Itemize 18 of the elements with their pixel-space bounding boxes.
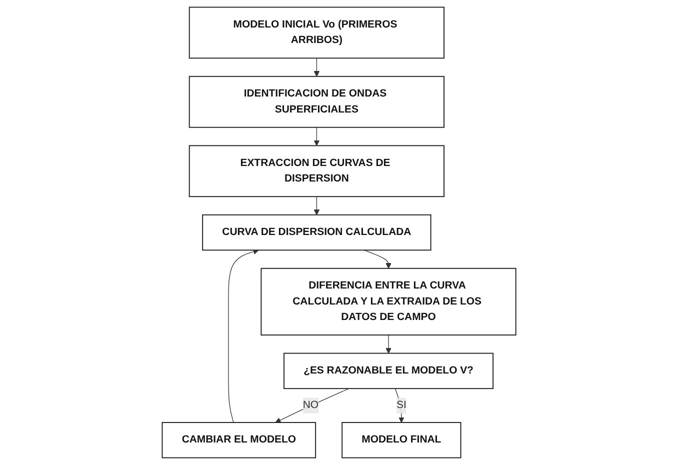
- node-box: ¿ES RAZONABLE EL MODELO V?: [284, 352, 494, 390]
- arrow: [276, 388, 350, 423]
- arrow: [228, 248, 260, 423]
- arrow: [314, 196, 320, 216]
- node-box: IDENTIFICACION DE ONDAS SUPERFICIALES: [189, 76, 445, 128]
- node-box: MODELO FINAL: [342, 422, 462, 458]
- arrow: [314, 127, 320, 146]
- node-box: CAMBIAR EL MODELO: [162, 422, 316, 458]
- node-box: DIFERENCIA ENTRE LA CURVA CALCULADA Y LA EXTRAIDA DE LOS DATOS DE CAMPO: [261, 268, 517, 336]
- node-box: MODELO INICIAL Vo (PRIMEROS ARRIBOS): [189, 6, 445, 59]
- arrow: [364, 250, 392, 269]
- edge-label: SI: [396, 400, 407, 411]
- arrow: [314, 58, 320, 77]
- node-box: EXTRACCION DE CURVAS DE DISPERSION: [189, 145, 445, 198]
- arrow: [395, 388, 405, 423]
- arrow: [386, 334, 392, 354]
- edge-label: NO: [303, 400, 320, 411]
- node-box: CURVA DE DISPERSION CALCULADA: [202, 214, 432, 251]
